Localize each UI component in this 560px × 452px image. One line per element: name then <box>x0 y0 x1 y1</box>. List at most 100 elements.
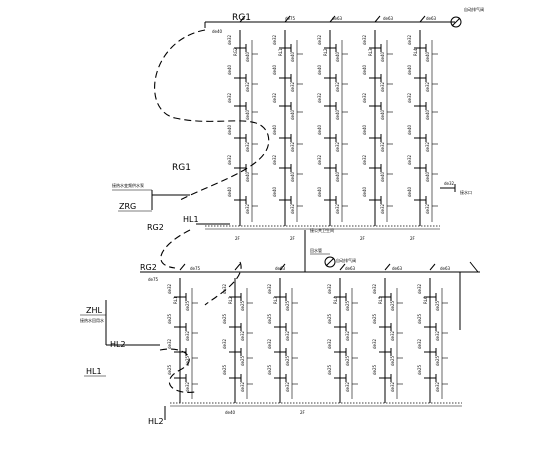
branch-size: de32 <box>272 92 277 103</box>
branch-size: de25 <box>327 364 332 375</box>
floor-mark: de32 <box>290 81 295 92</box>
floor-mark: de32 <box>240 381 245 392</box>
riser-top-tick <box>339 263 346 271</box>
lower-bottom-size: de40 <box>225 410 236 415</box>
riser-label: RG2 <box>233 47 238 56</box>
floor-mark: de40 <box>290 51 295 62</box>
upper-size-a: de75 <box>285 16 296 21</box>
upper-riser-5: RL4de32de40de40de32de32de40de40de32de32d… <box>407 15 438 226</box>
hl2-mid-label: HL2 <box>110 340 126 349</box>
floor-mark: de32 <box>240 330 245 341</box>
floor-mark: de40 <box>245 171 250 182</box>
riser-label: RL6 <box>423 296 428 304</box>
floor-mark: de40 <box>335 109 340 120</box>
center-return-label: 回水管 <box>310 247 322 253</box>
branch-size: de25 <box>167 364 172 375</box>
upper-riser-1: RG2de32de40de40de32de32de40de40de32de32d… <box>227 15 258 226</box>
floor-mark: de40 <box>425 51 430 62</box>
floor-mark: de40 <box>380 51 385 62</box>
riser-label: RL2 <box>228 296 233 304</box>
floor-mark: de32 <box>335 141 340 152</box>
upper-bottom-size-4: 2F <box>410 236 416 241</box>
riser-top-tick <box>284 15 291 23</box>
riser-label: RL1 <box>278 48 283 56</box>
center-riser-note: 接公共卫生间 <box>310 227 334 233</box>
upper-size-d: de63 <box>426 16 437 21</box>
floor-mark: de25 <box>435 355 440 366</box>
branch-size: de25 <box>372 313 377 324</box>
floor-mark: de25 <box>345 355 350 366</box>
branch-size: de40 <box>272 186 277 197</box>
mid-rg2-dashed <box>204 261 242 306</box>
branch-size: de32 <box>267 338 272 349</box>
floor-mark: de25 <box>345 300 350 311</box>
floor-mark: de25 <box>240 300 245 311</box>
riser-top-tick <box>419 15 426 23</box>
branch-size: de32 <box>407 154 412 165</box>
hl2-bottom-label: HL2 <box>148 417 164 426</box>
zrg-label: ZRG <box>119 202 136 211</box>
branch-size: de32 <box>227 92 232 103</box>
upper-riser-3: RL2de32de40de40de32de32de40de40de32de32d… <box>317 15 348 226</box>
branch-size: de40 <box>407 64 412 75</box>
riser-label: RL4 <box>413 48 418 56</box>
riser-top-tick <box>384 263 391 271</box>
floor-mark: de32 <box>335 203 340 214</box>
lower-main-end <box>469 261 479 273</box>
upper-return-dashed <box>154 29 270 201</box>
floor-mark: de32 <box>245 81 250 92</box>
branch-size: de40 <box>227 64 232 75</box>
lower-size-a: de75 <box>190 266 201 271</box>
floor-mark: de40 <box>380 171 385 182</box>
floor-mark: de40 <box>335 51 340 62</box>
floor-mark: de25 <box>285 355 290 366</box>
upper-bottom-size-3: 2F <box>360 236 366 241</box>
riser-top-tick <box>329 15 336 23</box>
rg2-low-label: RG2 <box>140 263 157 272</box>
branch-size: de40 <box>317 124 322 135</box>
supply-note: 接热水变频供水泵 <box>112 182 144 188</box>
floor-mark: de32 <box>245 141 250 152</box>
floor-mark: de25 <box>185 300 190 311</box>
branch-size: de32 <box>317 34 322 45</box>
branch-size: de32 <box>317 92 322 103</box>
riser-top-tick <box>179 263 186 271</box>
branch-size: de32 <box>362 154 367 165</box>
floor-mark: de32 <box>185 381 190 392</box>
riser-top-tick <box>374 15 381 23</box>
upper-risers: RG2de32de40de40de32de32de40de40de32de32d… <box>227 15 438 226</box>
upper-air-valve-icon <box>450 16 462 28</box>
upper-hot-water-system: RG1 de40 de75 de63 de63 de63 自动排气阀 RG2de… <box>204 6 484 241</box>
center-air-valve-label: 自动排气阀 <box>336 257 356 263</box>
branch-size: de40 <box>272 64 277 75</box>
branch-size: de32 <box>417 283 422 294</box>
center-air-valve-mark <box>325 257 335 267</box>
upper-drain-label: 接水口 <box>460 189 472 195</box>
floor-mark: de32 <box>335 81 340 92</box>
floor-mark: de25 <box>435 300 440 311</box>
floor-mark: de32 <box>390 330 395 341</box>
branch-size: de32 <box>227 34 232 45</box>
left-connection-lines: 接热水变频供水泵 RG1 ZRG RG2 HL1 RG2 de75 接热水回用水… <box>80 29 480 426</box>
floor-mark: de25 <box>185 355 190 366</box>
lower-size-d: de63 <box>392 266 403 271</box>
branch-size: de40 <box>407 186 412 197</box>
branch-size: de40 <box>362 186 367 197</box>
branch-size: de32 <box>372 283 377 294</box>
rg2-low-size: de75 <box>148 277 159 282</box>
floor-mark: de40 <box>425 171 430 182</box>
floor-mark: de40 <box>380 109 385 120</box>
branch-size: de32 <box>272 154 277 165</box>
floor-mark: de40 <box>290 109 295 120</box>
lower-floor-mark: 2F <box>300 410 306 415</box>
floor-mark: de32 <box>290 203 295 214</box>
branch-size: de40 <box>272 124 277 135</box>
riser-label: RL2 <box>323 48 328 56</box>
floor-mark: de32 <box>285 330 290 341</box>
upper-bottom-size-1: 2F <box>235 236 241 241</box>
branch-size: de32 <box>407 92 412 103</box>
